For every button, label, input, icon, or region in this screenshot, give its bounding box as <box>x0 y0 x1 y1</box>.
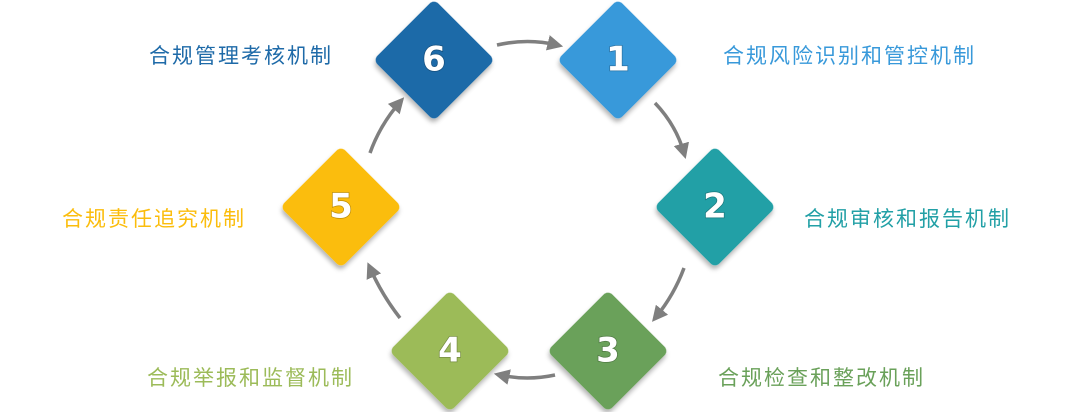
node-1-label: 合规风险识别和管控机制 <box>723 44 976 68</box>
node-3: 3 合规检查和整改机制 <box>549 292 925 410</box>
node-2-diamond <box>656 148 774 266</box>
node-3-number: 3 <box>596 331 620 371</box>
node-6-diamond <box>375 1 493 119</box>
node-5: 5 合规责任追究机制 <box>62 148 400 266</box>
arrow-3-to-4 <box>493 369 556 385</box>
node-2: 2 合规审核和报告机制 <box>656 148 1011 266</box>
node-5-label: 合规责任追究机制 <box>62 207 246 231</box>
node-5-diamond <box>282 148 400 266</box>
arrow-2-to-3 <box>652 267 686 322</box>
arrow-6-to-1 <box>496 35 564 51</box>
node-1: 1 合规风险识别和管控机制 <box>559 1 976 119</box>
node-1-number: 1 <box>606 40 630 80</box>
node-2-number: 2 <box>703 187 727 227</box>
node-2-label: 合规审核和报告机制 <box>804 207 1011 231</box>
node-4-diamond <box>391 292 509 410</box>
arrow-5-to-6 <box>368 97 405 154</box>
node-1-diamond <box>559 1 677 119</box>
node-3-diamond <box>549 292 667 410</box>
node-6-label: 合规管理考核机制 <box>149 44 333 68</box>
arrow-1-to-2 <box>653 101 689 160</box>
node-4-label: 合规举报和监督机制 <box>147 366 354 390</box>
arrow-4-to-5 <box>366 262 402 320</box>
node-4-number: 4 <box>438 331 462 371</box>
node-6-number: 6 <box>422 40 446 80</box>
node-3-label: 合规检查和整改机制 <box>718 366 925 390</box>
node-6: 6 合规管理考核机制 <box>149 1 493 119</box>
node-4: 4 合规举报和监督机制 <box>147 292 509 410</box>
node-5-number: 5 <box>329 187 353 227</box>
arrows <box>366 35 689 385</box>
